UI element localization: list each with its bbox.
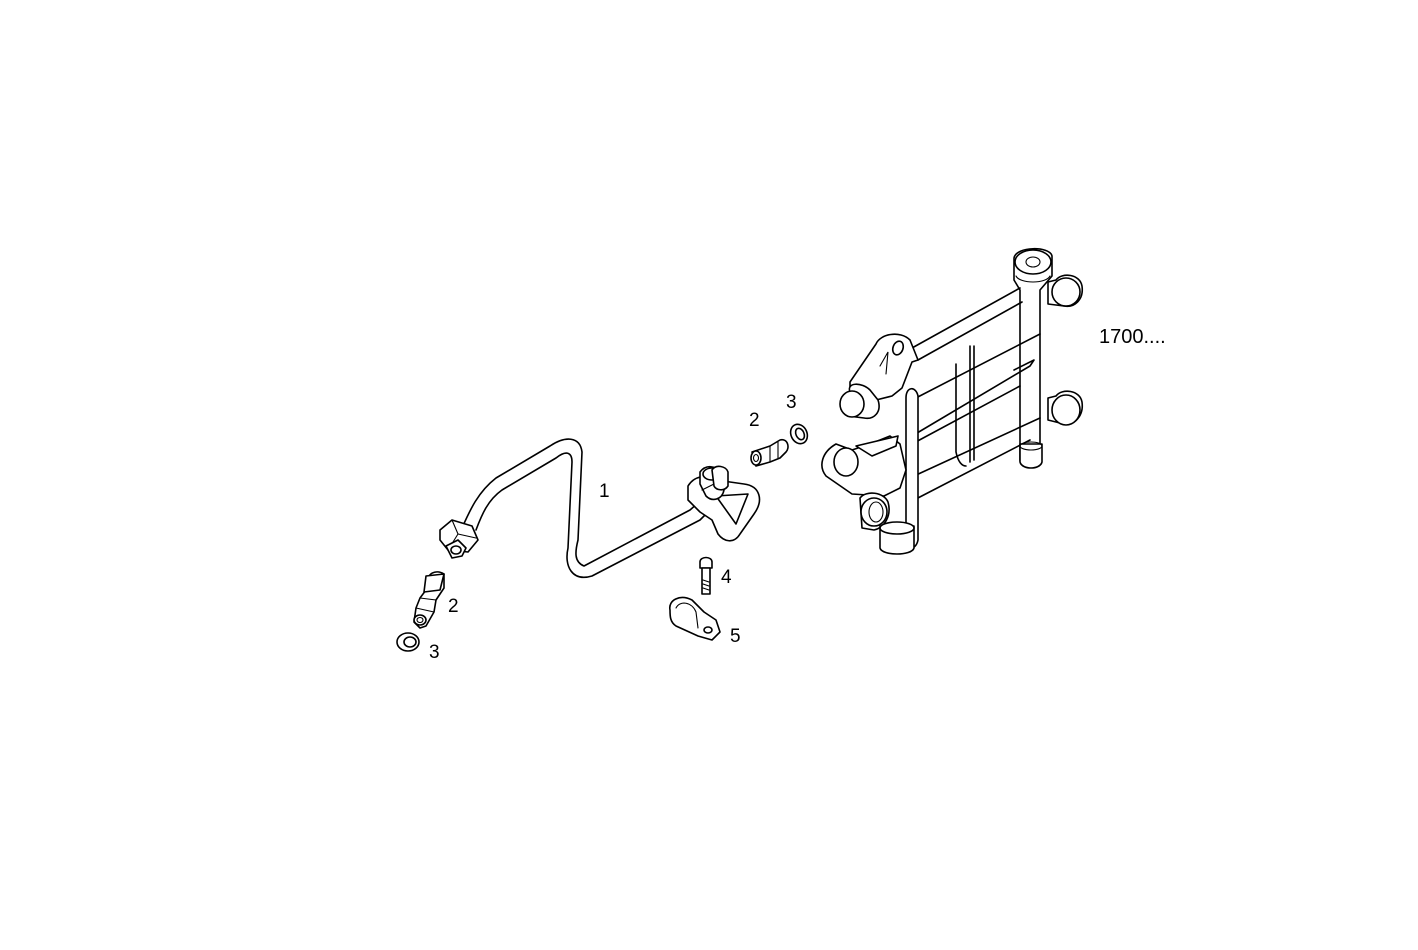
pipe-part-1 — [439, 438, 761, 579]
callout-3-left: 3 — [429, 642, 440, 663]
callout-2-right: 2 — [749, 410, 760, 431]
sealing-washer-part-3-right — [789, 423, 809, 445]
bolt-part-4 — [699, 556, 713, 595]
clamp-part-5 — [669, 596, 721, 641]
callout-4: 4 — [721, 567, 732, 588]
housing-assembly-1700 — [821, 247, 1084, 555]
callout-1: 1 — [599, 481, 610, 502]
sealing-washer-part-3-left — [396, 632, 420, 652]
callout-2-left: 2 — [448, 596, 459, 617]
callout-3-right: 3 — [786, 392, 797, 413]
union-fitting-part-2-right — [750, 438, 789, 467]
callout-5: 5 — [730, 626, 741, 647]
assembly-reference-label: 1700.... — [1099, 326, 1166, 348]
union-fitting-part-2-left — [413, 571, 445, 629]
